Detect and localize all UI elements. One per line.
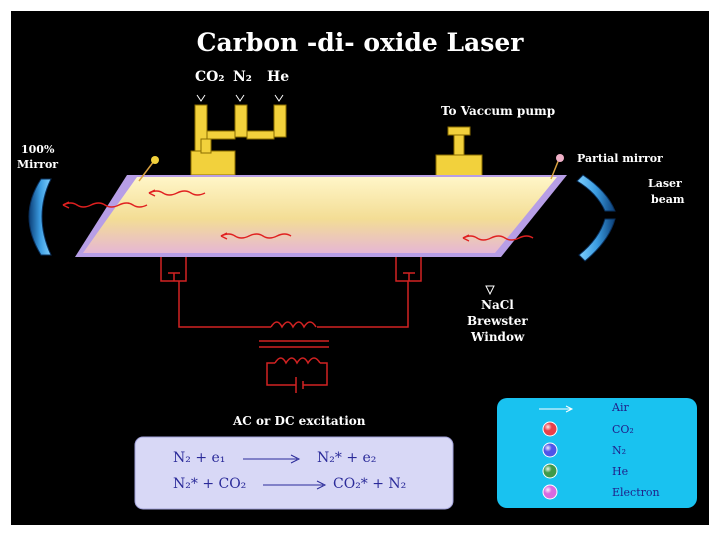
legend-air-arrow xyxy=(539,405,574,413)
partial-mirror-label: Partial mirror xyxy=(577,152,663,165)
co2-laser-diagram: Carbon -di- oxide Laser CO₂ N₂ He To Vac… xyxy=(17,28,697,510)
full-mirror-label-1: 100% xyxy=(21,143,55,156)
gas-label-co2: CO₂ xyxy=(195,69,224,85)
photon-arrows xyxy=(62,189,534,242)
brewster-window-marker xyxy=(485,285,495,296)
equation-2-left: N₂* + CO₂ xyxy=(173,476,246,492)
equation-1-left: N₂ + e₁ xyxy=(173,450,225,466)
equation-box xyxy=(134,436,454,510)
gas-inlet-arrows xyxy=(196,94,284,102)
gas-label-he: He xyxy=(267,69,289,85)
diagram-canvas: Carbon -di- oxide Laser CO₂ N₂ He To Vac… xyxy=(11,11,709,525)
laser-beam-label-2: beam xyxy=(651,193,685,206)
window-label-2: Brewster xyxy=(467,314,528,328)
legend-label-n2: N₂ xyxy=(612,444,626,457)
partial-mirror xyxy=(576,174,616,262)
vacuum-label: To Vaccum pump xyxy=(441,104,555,118)
window-label-3: Window xyxy=(470,330,525,344)
full-mirror-label-2: Mirror xyxy=(17,158,58,171)
window-label-1: NaCl xyxy=(481,298,514,312)
legend-co2-shine xyxy=(543,422,557,436)
equation-2-right: CO₂* + N₂ xyxy=(333,476,406,492)
equation-1-right: N₂* + e₂ xyxy=(317,450,376,466)
diagram-title: Carbon -di- oxide Laser xyxy=(197,28,525,57)
legend-label-co2: CO₂ xyxy=(612,423,634,436)
discharge-tube xyxy=(83,177,557,253)
legend-electron-shine xyxy=(543,485,557,499)
legend-label-electron: Electron xyxy=(612,486,660,499)
legend-n2-shine xyxy=(543,443,557,457)
laser-beam-label-1: Laser xyxy=(648,177,682,190)
excitation-label: AC or DC excitation xyxy=(232,414,366,428)
gas-label-n2: N₂ xyxy=(233,69,252,85)
legend-box xyxy=(497,398,697,508)
legend-he-shine xyxy=(543,464,557,478)
tube-end-pins xyxy=(138,154,564,182)
full-mirror xyxy=(28,178,52,256)
vacuum-outlet xyxy=(435,126,483,178)
legend-label-he: He xyxy=(612,465,628,478)
legend-label-air: Air xyxy=(611,401,629,414)
gas-manifold xyxy=(190,104,287,176)
excitation-circuit xyxy=(160,257,422,393)
